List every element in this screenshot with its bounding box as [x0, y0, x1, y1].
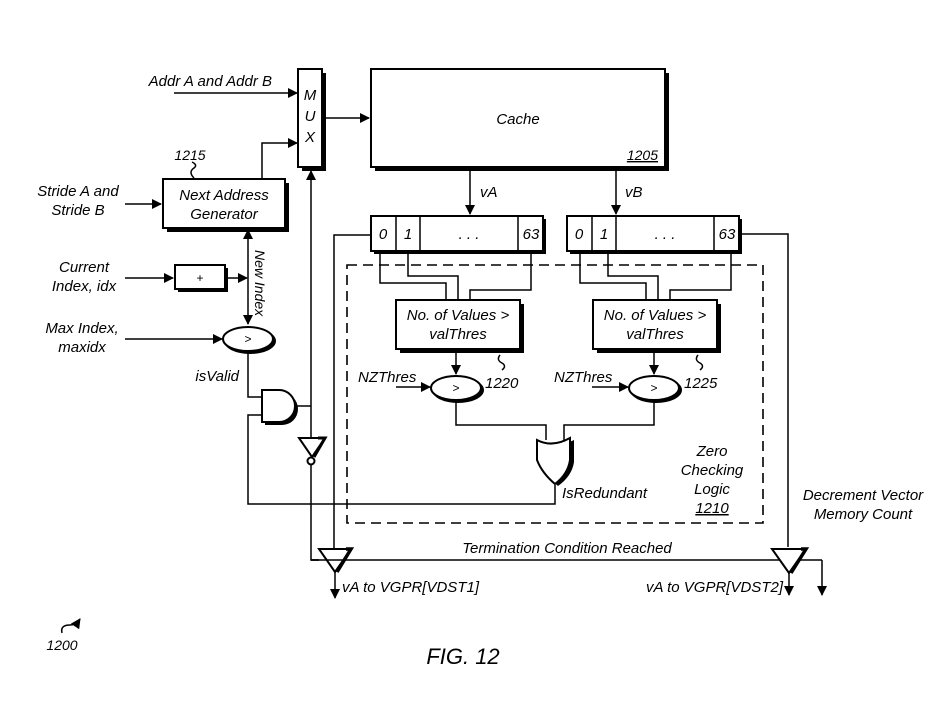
value-count-block-a: No. of Values > valThres: [395, 299, 524, 353]
index-comparator-symbol: >: [244, 332, 251, 346]
reg-b-cell-0: 0: [575, 226, 584, 243]
comparator-b-symbol: >: [650, 381, 657, 395]
stride-label-1: Stride A and: [37, 183, 119, 200]
is-valid-label: isValid: [195, 368, 239, 385]
mux-label-x: X: [304, 129, 316, 146]
cmp-a-to-or-wire: [455, 400, 547, 440]
figure-ref: 1200: [46, 637, 77, 653]
count-b-label-1: No. of Values >: [604, 307, 707, 324]
inverter: [297, 436, 328, 466]
max-index-label-1: Max Index,: [45, 320, 118, 337]
termination-label: Termination Condition Reached: [462, 540, 672, 557]
tristate-buffer-2: [770, 547, 810, 575]
current-index-label-1: Current: [59, 259, 110, 276]
current-index-label-2: Index, idx: [52, 278, 117, 295]
comparator-a-symbol: >: [452, 381, 459, 395]
reg-b-bit1-wire: [607, 251, 659, 300]
count-b-ref-leader: [695, 354, 704, 371]
threshold-comparator-a: >: [430, 375, 484, 403]
output-1-label: vA to VGPR[VDST1]: [342, 579, 480, 596]
addr-input-label: Addr A and Addr B: [148, 73, 272, 90]
cache-ref: 1205: [627, 147, 658, 163]
count-a-label-1: No. of Values >: [407, 307, 510, 324]
vb-label: vB: [625, 184, 643, 201]
va-label: vA: [480, 184, 498, 201]
cache-block: Cache 1205: [370, 68, 669, 171]
reg-b-bit0-wire: [579, 251, 647, 300]
count-a-ref: 1220: [485, 375, 519, 392]
zero-logic-label-2: Checking: [681, 462, 744, 479]
output-2-label: vA to VGPR[VDST2]: [646, 579, 784, 596]
reg-a-bypass-wire: [333, 234, 372, 548]
nzthres-a-label: NZThres: [358, 369, 417, 386]
reg-a-bit63-wire: [469, 251, 532, 300]
index-comparator: >: [222, 326, 276, 354]
is-redundant-label: IsRedundant: [562, 485, 648, 502]
or-gate: [536, 436, 574, 486]
reg-a-cell-0: 0: [379, 226, 388, 243]
threshold-comparator-b: >: [628, 375, 682, 403]
adder-symbol: +: [196, 271, 203, 285]
reg-b-cell-1: 1: [600, 226, 608, 243]
reg-a-cell-ellipsis: . . .: [459, 226, 480, 243]
cmp-b-to-or-wire: [563, 400, 655, 440]
vector-register-a: 0 1 . . . 63: [370, 215, 546, 254]
cache-label: Cache: [496, 111, 539, 128]
count-a-ref-leader: [497, 354, 506, 371]
figure-caption: FIG. 12: [426, 644, 499, 669]
count-a-label-2: valThres: [429, 326, 487, 343]
reg-b-cell-ellipsis: . . .: [655, 226, 676, 243]
stride-label-2: Stride B: [51, 202, 104, 219]
decrement-label-2: Memory Count: [814, 506, 913, 523]
inverter-to-buffer-wire: [310, 465, 319, 561]
reg-b-bypass-wire: [741, 233, 789, 547]
zero-logic-label-3: Logic: [694, 481, 730, 498]
next-addr-label-2: Generator: [190, 206, 259, 223]
and-gate: [261, 389, 298, 425]
max-index-label-2: maxidx: [58, 339, 106, 356]
reg-a-bit0-wire: [379, 251, 447, 300]
mux-label-m: M: [304, 87, 317, 104]
next-addr-ref: 1215: [174, 147, 205, 163]
decrement-label-1: Decrement Vector: [803, 487, 924, 504]
zero-logic-label-1: Zero: [696, 443, 728, 460]
count-b-label-2: valThres: [626, 326, 684, 343]
count-b-ref: 1225: [684, 375, 718, 392]
is-redundant-feedback-wire: [247, 414, 556, 505]
new-index-label: New Index: [252, 250, 268, 317]
is-valid-wire: [247, 351, 262, 398]
next-addr-ref-leader: [190, 161, 197, 179]
adder-block: +: [174, 264, 228, 292]
nag-to-mux-wire: [261, 138, 298, 179]
mux-block: M U X: [297, 68, 326, 171]
figure-ref-arrow: [60, 618, 81, 634]
nzthres-b-label: NZThres: [554, 369, 613, 386]
reg-b-cell-63: 63: [719, 226, 736, 243]
reg-a-bit1-wire: [407, 251, 459, 300]
next-address-generator-block: Next Address Generator: [162, 178, 289, 232]
vector-register-b: 0 1 . . . 63: [566, 215, 742, 254]
reg-b-bit63-wire: [669, 251, 732, 300]
value-count-block-b: No. of Values > valThres: [592, 299, 721, 353]
zero-logic-ref: 1210: [695, 500, 729, 517]
reg-a-cell-1: 1: [404, 226, 412, 243]
zero-checking-logic-boundary: [346, 264, 764, 524]
reg-a-cell-63: 63: [523, 226, 540, 243]
next-addr-label-1: Next Address: [179, 187, 269, 204]
mux-label-u: U: [305, 108, 316, 125]
